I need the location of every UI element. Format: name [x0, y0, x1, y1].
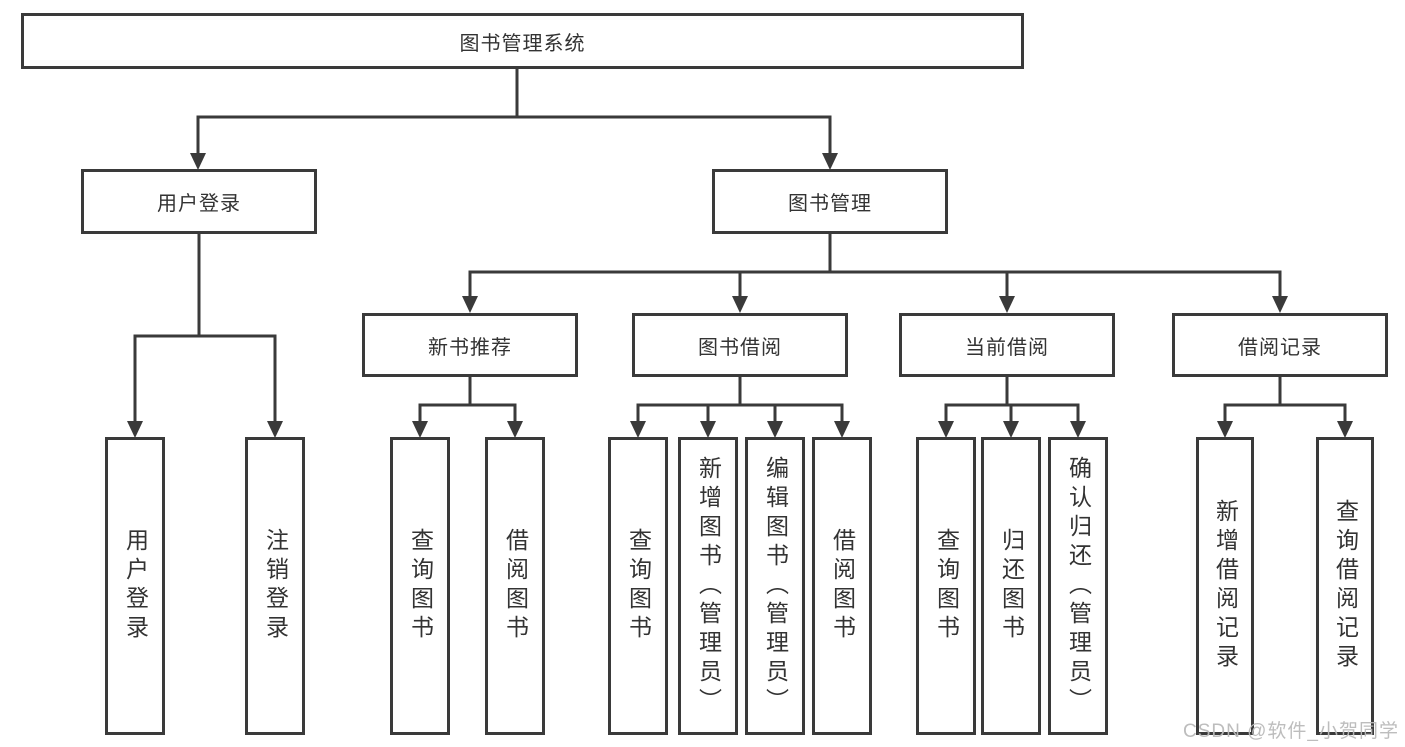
csdn-watermark: CSDN @软件_小贺同学: [1183, 721, 1399, 742]
leaf-borrow-books-recommend: 借阅图书: [485, 437, 545, 735]
leaf-logout: 注销登录: [245, 437, 305, 735]
leaf-label: 查询借阅记录: [1332, 499, 1359, 673]
leaf-query-books-borrow: 查询图书: [608, 437, 668, 735]
node-label: 图书借阅: [698, 336, 782, 359]
connector-root: [196, 67, 832, 156]
node-book-management-system: 图书管理系统: [21, 13, 1024, 69]
connector-borrow-records: [1223, 375, 1347, 424]
leaf-add-borrow-record: 新增借阅记录: [1196, 437, 1254, 735]
node-new-book-recommend: 新书推荐: [362, 313, 578, 377]
node-label: 新书推荐: [428, 336, 512, 359]
leaf-add-book-admin: 新增图书（管理员）: [678, 437, 738, 735]
connector-book-mgmt: [468, 232, 1282, 300]
leaf-label: 注销登录: [262, 528, 289, 644]
leaf-label: 查询图书: [407, 528, 434, 644]
leaf-label: 编辑图书（管理员）: [762, 455, 789, 717]
leaf-query-books-current: 查询图书: [916, 437, 976, 735]
connector-book-borrow: [636, 375, 844, 424]
node-book-management: 图书管理: [712, 169, 948, 234]
node-label: 用户登录: [157, 193, 241, 215]
leaf-label: 借阅图书: [502, 528, 529, 644]
leaf-label: 用户登录: [122, 528, 149, 644]
leaf-edit-book-admin: 编辑图书（管理员）: [745, 437, 805, 735]
leaf-borrow-books: 借阅图书: [812, 437, 872, 735]
arrowheads: [127, 153, 1353, 438]
node-label: 借阅记录: [1238, 336, 1322, 359]
leaf-label: 确认归还（管理员）: [1065, 455, 1092, 717]
node-current-borrow: 当前借阅: [899, 313, 1115, 377]
node-label: 图书管理: [788, 193, 872, 215]
leaf-query-borrow-record: 查询借阅记录: [1316, 437, 1374, 735]
leaf-user-login: 用户登录: [105, 437, 165, 735]
node-borrow-records: 借阅记录: [1172, 313, 1388, 377]
leaf-confirm-return-admin: 确认归还（管理员）: [1048, 437, 1108, 735]
leaf-label: 查询图书: [625, 528, 652, 644]
leaf-label: 新增借阅记录: [1212, 499, 1239, 673]
leaf-label: 新增图书（管理员）: [695, 455, 722, 717]
leaf-label: 归还图书: [998, 528, 1025, 644]
node-book-borrow: 图书借阅: [632, 313, 848, 377]
leaf-query-books-recommend: 查询图书: [390, 437, 450, 735]
node-label: 当前借阅: [965, 336, 1049, 359]
connector-current-borrow: [944, 375, 1080, 424]
leaf-label: 查询图书: [933, 528, 960, 644]
node-label: 图书管理系统: [459, 32, 586, 55]
node-user-login: 用户登录: [81, 169, 317, 234]
leaf-return-books: 归还图书: [981, 437, 1041, 735]
connector-new-book: [418, 375, 517, 424]
connector-user-login: [133, 232, 277, 424]
leaf-label: 借阅图书: [829, 528, 856, 644]
